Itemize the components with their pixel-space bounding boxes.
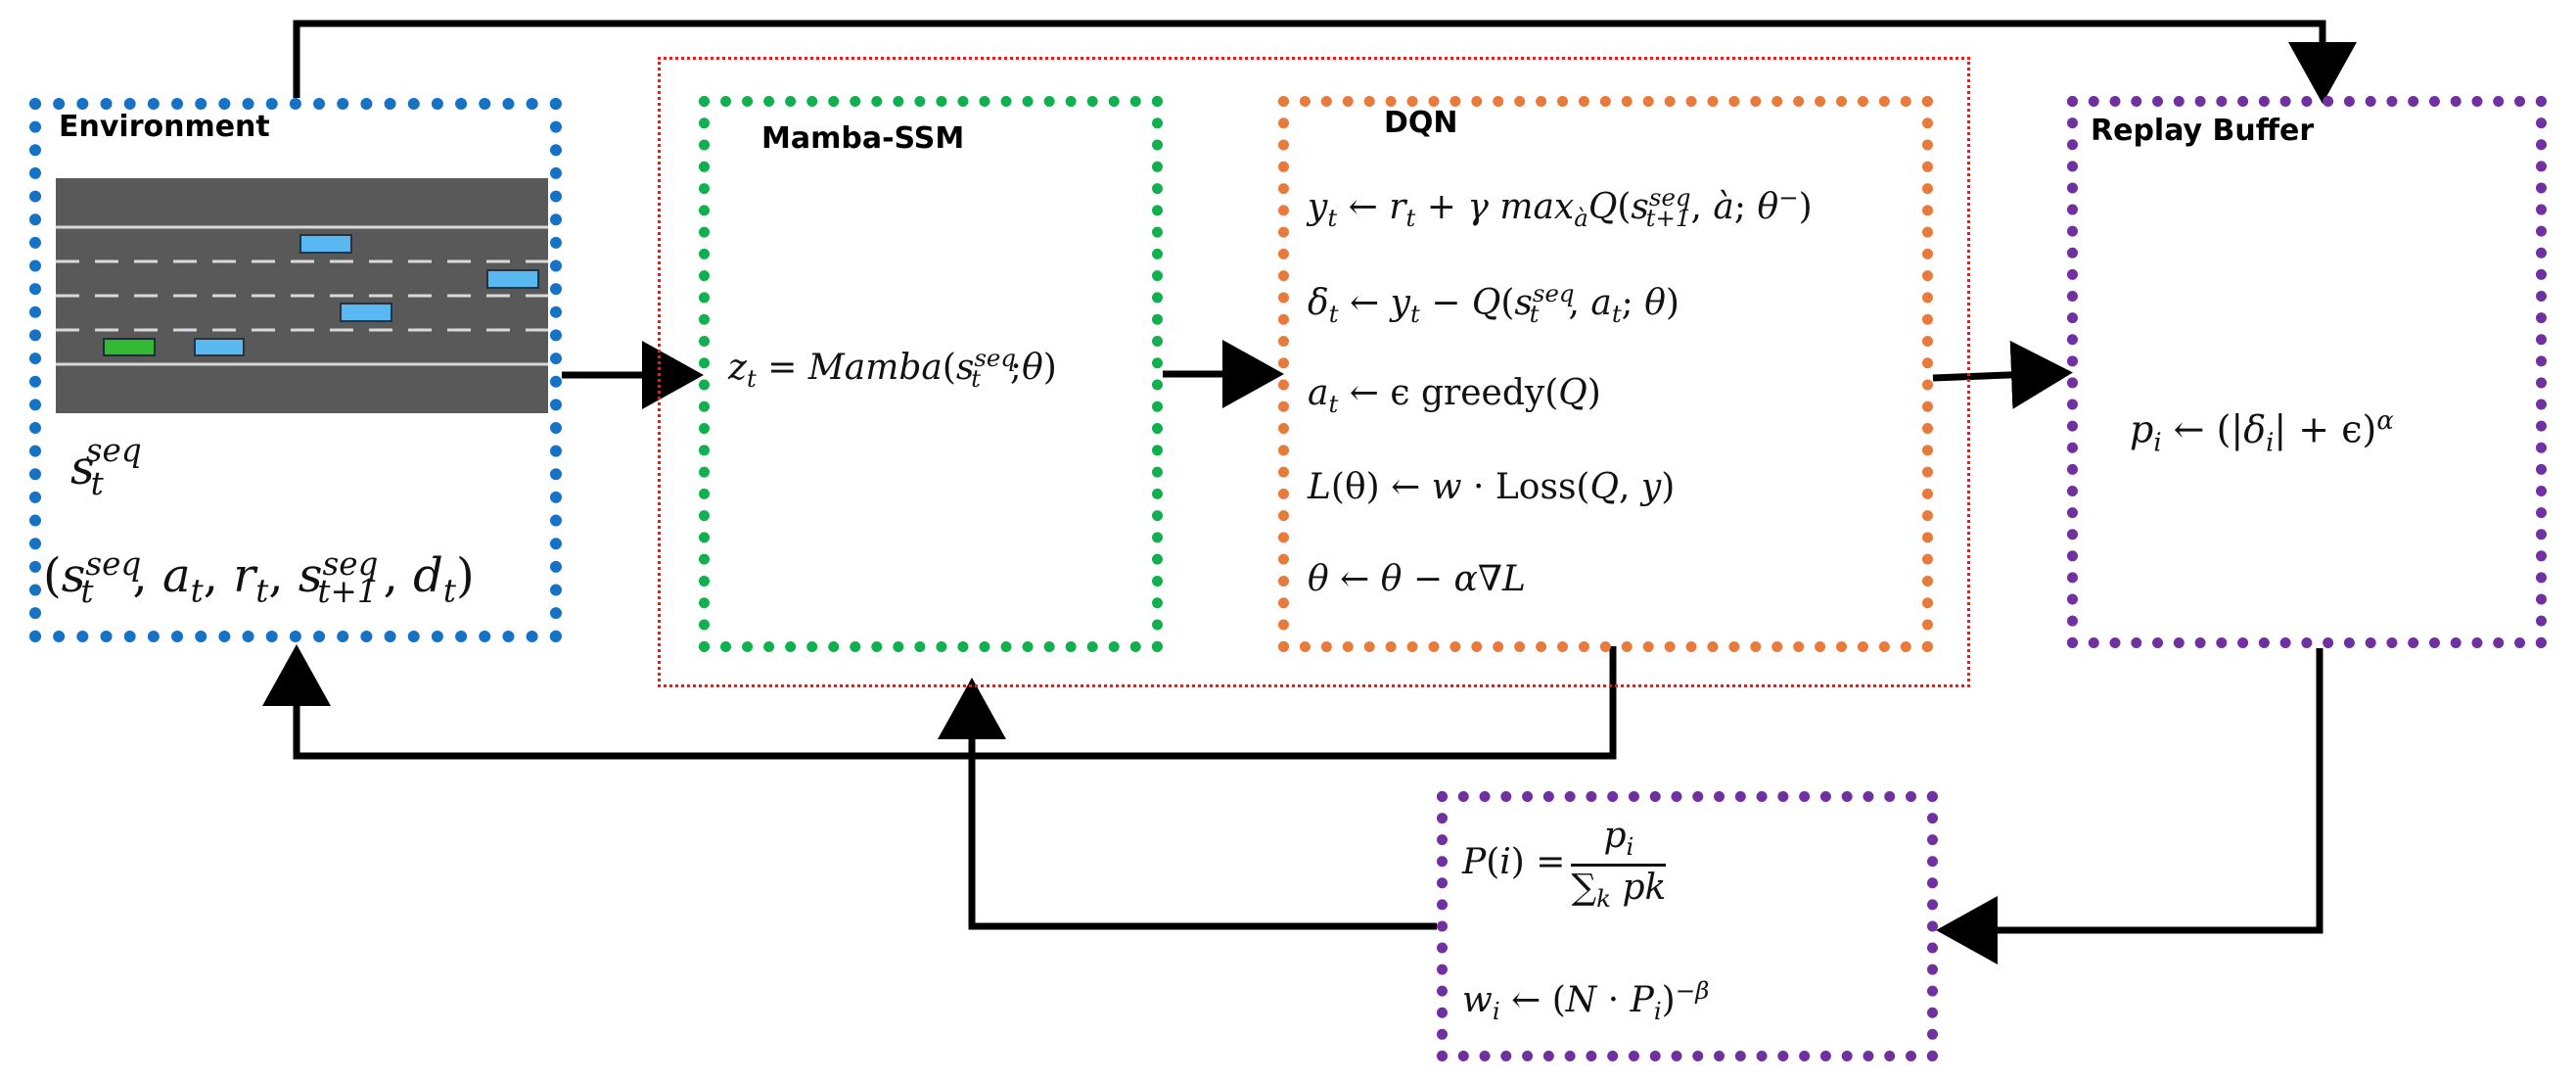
dqn-target-equation: yt ← rt + γ maxàQ(sseqt+1, à; θ−) (1308, 183, 1813, 233)
sampling-box (1437, 791, 1938, 1061)
arrow-dqn-to-replay (1932, 340, 2073, 409)
environment-title: Environment (59, 110, 270, 144)
mamba-ssm-title: Mamba-SSM (761, 121, 965, 156)
dqn-box (1278, 96, 1933, 652)
dqn-td-error-equation: δt ← yt − Q(sseqt, at; θ) (1308, 279, 1679, 329)
arrow-env-to-replay (293, 20, 2357, 104)
other-car (340, 303, 392, 322)
other-car (194, 338, 245, 356)
dqn-update-equation: θ ← θ − α∇L (1308, 559, 1526, 599)
importance-weight-equation: wi ← (N · Pi)−β (1462, 976, 1710, 1026)
sampling-probability-equation: P(i) =pi∑k pk (1462, 816, 1667, 913)
other-car (299, 234, 352, 254)
replay-buffer-box (2067, 96, 2547, 648)
agent-group-frame (658, 57, 1970, 687)
priority-equation: pi ← (|δi| + ϵ)α (2130, 406, 2394, 458)
transition-tuple: (sseqt, at, rt, sseqt+1, dt) (43, 545, 475, 610)
state-seq-label: stseq (70, 432, 142, 502)
mamba-ssm-box (699, 96, 1163, 652)
arrow-sampling-to-mamba (938, 678, 1437, 930)
agent-car (103, 338, 156, 356)
dqn-loss-equation: L(θ) ← w · Loss(Q, y) (1308, 467, 1676, 507)
arrow-dqn-to-env (262, 644, 1617, 760)
environment-box (29, 98, 562, 642)
mamba-equation: zt = Mamba(sseqt;θ) (728, 344, 1057, 394)
dqn-action-equation: at ← ϵ greedy(Q) (1308, 373, 1601, 419)
arrow-replay-to-sampling (1936, 648, 2323, 964)
dqn-title: DQN (1384, 106, 1458, 140)
other-car (486, 269, 539, 289)
replay-buffer-title: Replay Buffer (2091, 114, 2315, 148)
